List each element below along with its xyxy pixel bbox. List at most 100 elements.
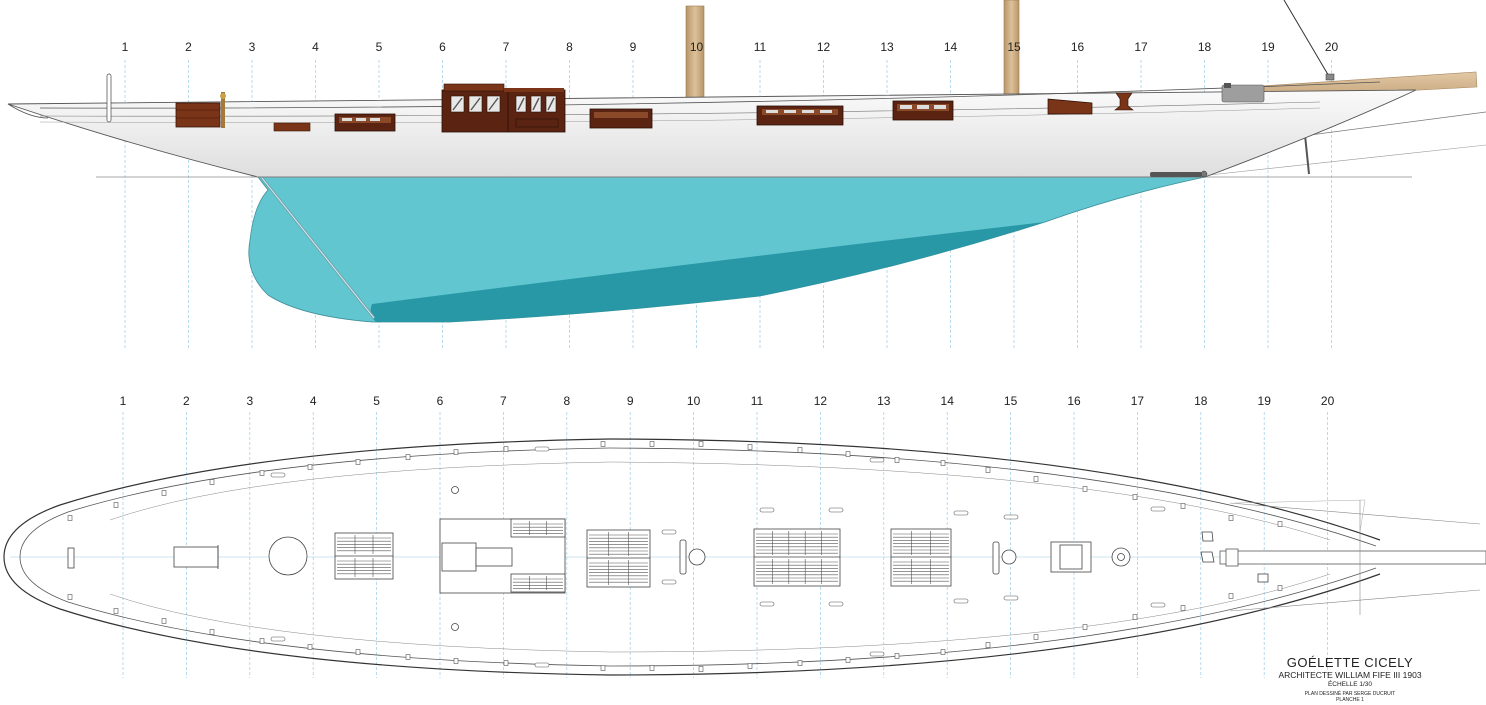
deck-chock xyxy=(307,644,313,650)
deck-chock xyxy=(845,657,851,663)
plan-station-label: 6 xyxy=(437,394,444,408)
deck-chock xyxy=(503,660,509,666)
deck-chock xyxy=(1180,503,1186,509)
deck-chock xyxy=(1132,614,1138,620)
deck-chock xyxy=(161,490,167,496)
deck-chock xyxy=(453,658,459,664)
plan-station-label: 18 xyxy=(1194,394,1208,408)
plan-station-label: 10 xyxy=(687,394,701,408)
cleat xyxy=(1150,506,1166,512)
deck-chock xyxy=(209,629,215,635)
profile-station-label: 13 xyxy=(880,40,894,54)
skylight-11-12 xyxy=(756,105,844,126)
cleat xyxy=(534,662,550,668)
bow-fitting-cap xyxy=(1224,83,1231,88)
deck-chock xyxy=(355,459,361,465)
cleat xyxy=(869,651,885,657)
cleat xyxy=(759,601,775,607)
waterway-line-lower xyxy=(109,573,1331,653)
cleat xyxy=(1003,595,1019,601)
plan-station-label: 9 xyxy=(627,394,634,408)
drawn-by-note: PLAN DESSINÉ PAR SERGE DUCRUIT xyxy=(1304,691,1396,697)
plan-station-label: 16 xyxy=(1067,394,1081,408)
cleat xyxy=(828,601,844,607)
waterway-line xyxy=(109,461,1331,541)
bow-fitting xyxy=(1221,84,1265,103)
cleat xyxy=(869,457,885,463)
cove-line xyxy=(39,107,1321,123)
architect-credit: ARCHITECTE WILLIAM FIFE III 1903 xyxy=(1278,670,1422,680)
profile-station-label: 6 xyxy=(439,40,446,54)
cleat xyxy=(1003,514,1019,520)
profile-station-label: 12 xyxy=(817,40,831,54)
deck-chock xyxy=(453,449,459,455)
profile-station-label: 15 xyxy=(1007,40,1021,54)
deck-chock xyxy=(747,444,753,450)
cleat xyxy=(270,472,286,478)
sheer-line xyxy=(39,81,1381,109)
deck-chock xyxy=(1228,593,1234,599)
profile-station-label: 11 xyxy=(754,40,767,54)
profile-station-label: 18 xyxy=(1198,40,1212,54)
plan-station-label: 2 xyxy=(183,394,190,408)
deck-hatches xyxy=(334,486,1269,631)
rail-line xyxy=(39,101,1321,117)
underwater-hull xyxy=(248,176,1206,323)
deck-cleats xyxy=(67,441,1283,672)
deck-chock xyxy=(1082,486,1088,492)
cleat xyxy=(759,507,775,513)
deck-chock xyxy=(600,665,606,671)
stern-staff xyxy=(106,73,112,123)
deck-chock xyxy=(1082,624,1088,630)
plan-station-label: 20 xyxy=(1321,394,1335,408)
cleat xyxy=(270,636,286,642)
deck-chock xyxy=(259,638,265,644)
rudder-post-edge xyxy=(261,177,375,319)
profile-station-label: 17 xyxy=(1134,40,1148,54)
deck-chock xyxy=(797,660,803,666)
bowsprit-plan xyxy=(1219,550,1486,565)
plan-station-label: 5 xyxy=(373,394,380,408)
cleat xyxy=(534,446,550,452)
title-block: GOÉLETTE CICELY ARCHITECTE WILLIAM FIFE … xyxy=(1262,655,1438,704)
deck-chock xyxy=(1228,515,1234,521)
deck-chock xyxy=(405,654,411,660)
profile-station-label: 3 xyxy=(249,40,256,54)
deck-chock xyxy=(113,502,119,508)
deck-chock xyxy=(209,479,215,485)
plan-station-label: 7 xyxy=(500,394,507,408)
deck-chock xyxy=(1277,585,1283,591)
stern-fittings xyxy=(67,536,308,576)
skylight-aft xyxy=(175,102,221,128)
cleat xyxy=(661,579,677,585)
stay-fitting xyxy=(1325,73,1335,81)
hatch-gratings xyxy=(337,521,949,590)
sheet-number: PLANCHE 1 xyxy=(1336,697,1364,703)
deck-chock xyxy=(649,665,655,671)
anchor-chain xyxy=(1150,170,1208,178)
cleat xyxy=(828,507,844,513)
profile-station-label: 4 xyxy=(312,40,319,54)
deck-chock xyxy=(985,642,991,648)
deck-chock xyxy=(113,608,119,614)
cleat xyxy=(661,529,677,535)
plan-station-label: 19 xyxy=(1258,394,1272,408)
deck-chock xyxy=(1132,494,1138,500)
plan-station-label: 12 xyxy=(814,394,828,408)
drawing-title: GOÉLETTE CICELY xyxy=(1286,655,1414,670)
stern-counter xyxy=(7,103,49,119)
deck-chock xyxy=(405,454,411,460)
deck-chock xyxy=(747,663,753,669)
deck-chock xyxy=(940,460,946,466)
profile-station-label: 2 xyxy=(185,40,192,54)
deck-chock xyxy=(600,441,606,447)
hatch-16 xyxy=(1047,98,1093,115)
profile-station-label: 20 xyxy=(1325,40,1339,54)
skylight-9 xyxy=(589,108,653,129)
scale-note: ÉCHELLE 1/30 xyxy=(1327,681,1373,688)
deck-chock xyxy=(307,464,313,470)
